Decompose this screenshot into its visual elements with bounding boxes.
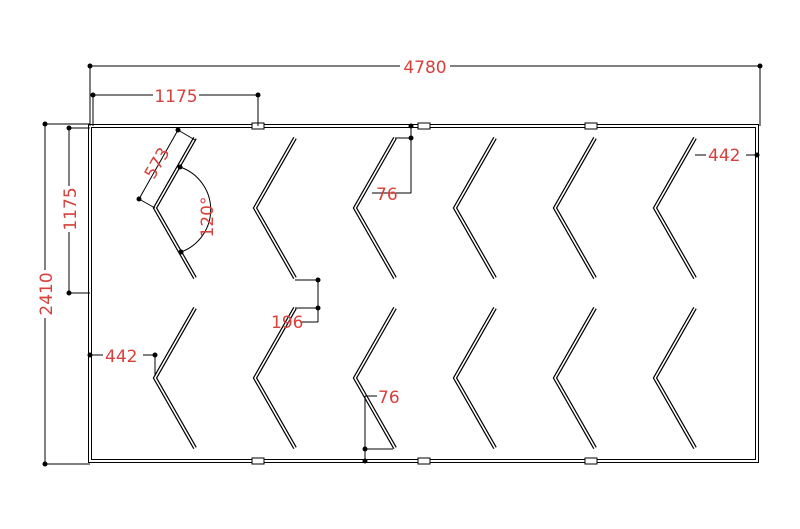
label-overall-height: 2410 bbox=[37, 272, 57, 315]
label-gap-top: 76 bbox=[376, 185, 398, 205]
chevron-blade bbox=[452, 307, 497, 449]
chevron-blade bbox=[252, 137, 297, 279]
dimension-module-spacing-y: 1175 bbox=[60, 125, 90, 296]
chevron-blade bbox=[452, 137, 497, 279]
dimension-row-gap: 196 bbox=[271, 277, 321, 333]
label-edge-offset-left: 442 bbox=[105, 347, 137, 367]
label-module-spacing-x: 1175 bbox=[154, 87, 197, 107]
chevron-blade bbox=[652, 307, 697, 449]
label-overall-width: 4780 bbox=[403, 58, 446, 78]
label-blade-length: 573 bbox=[141, 144, 175, 182]
dimension-overall-width: 4780 bbox=[87, 56, 763, 126]
dimension-gap-top: 76 bbox=[372, 123, 414, 205]
chevron-blade bbox=[552, 137, 597, 279]
dimension-gap-bottom: 76 bbox=[362, 388, 400, 464]
frame-clip bbox=[251, 457, 265, 465]
dimension-blade-length: 573 bbox=[136, 127, 196, 209]
label-module-spacing-y: 1175 bbox=[61, 187, 81, 230]
outer-frame-inner bbox=[89, 125, 758, 462]
outer-frame bbox=[88, 124, 759, 463]
label-edge-offset-right: 442 bbox=[708, 146, 740, 166]
dimension-module-spacing-x: 1175 bbox=[90, 86, 261, 126]
chevron-blade bbox=[552, 307, 597, 449]
frame-clip bbox=[417, 457, 431, 465]
dimension-edge-offset-right: 442 bbox=[695, 145, 760, 166]
label-row-gap: 196 bbox=[271, 313, 303, 333]
chevron-blade bbox=[152, 307, 197, 449]
dimension-edge-offset-left: 442 bbox=[87, 346, 158, 376]
frame-clip bbox=[584, 122, 598, 130]
label-gap-bottom: 76 bbox=[378, 388, 400, 408]
dimension-bend-angle: 120° bbox=[177, 164, 218, 255]
chevron-blade bbox=[352, 307, 397, 449]
dimension-overall-height: 2410 bbox=[36, 121, 90, 467]
frame-clip bbox=[584, 457, 598, 465]
chevron-blade bbox=[652, 137, 697, 279]
chevron-blade bbox=[252, 307, 297, 449]
frame-clip bbox=[417, 122, 431, 130]
chevron-blades bbox=[152, 122, 697, 465]
chevron-blade bbox=[352, 137, 397, 279]
label-bend-angle: 120° bbox=[198, 197, 218, 238]
